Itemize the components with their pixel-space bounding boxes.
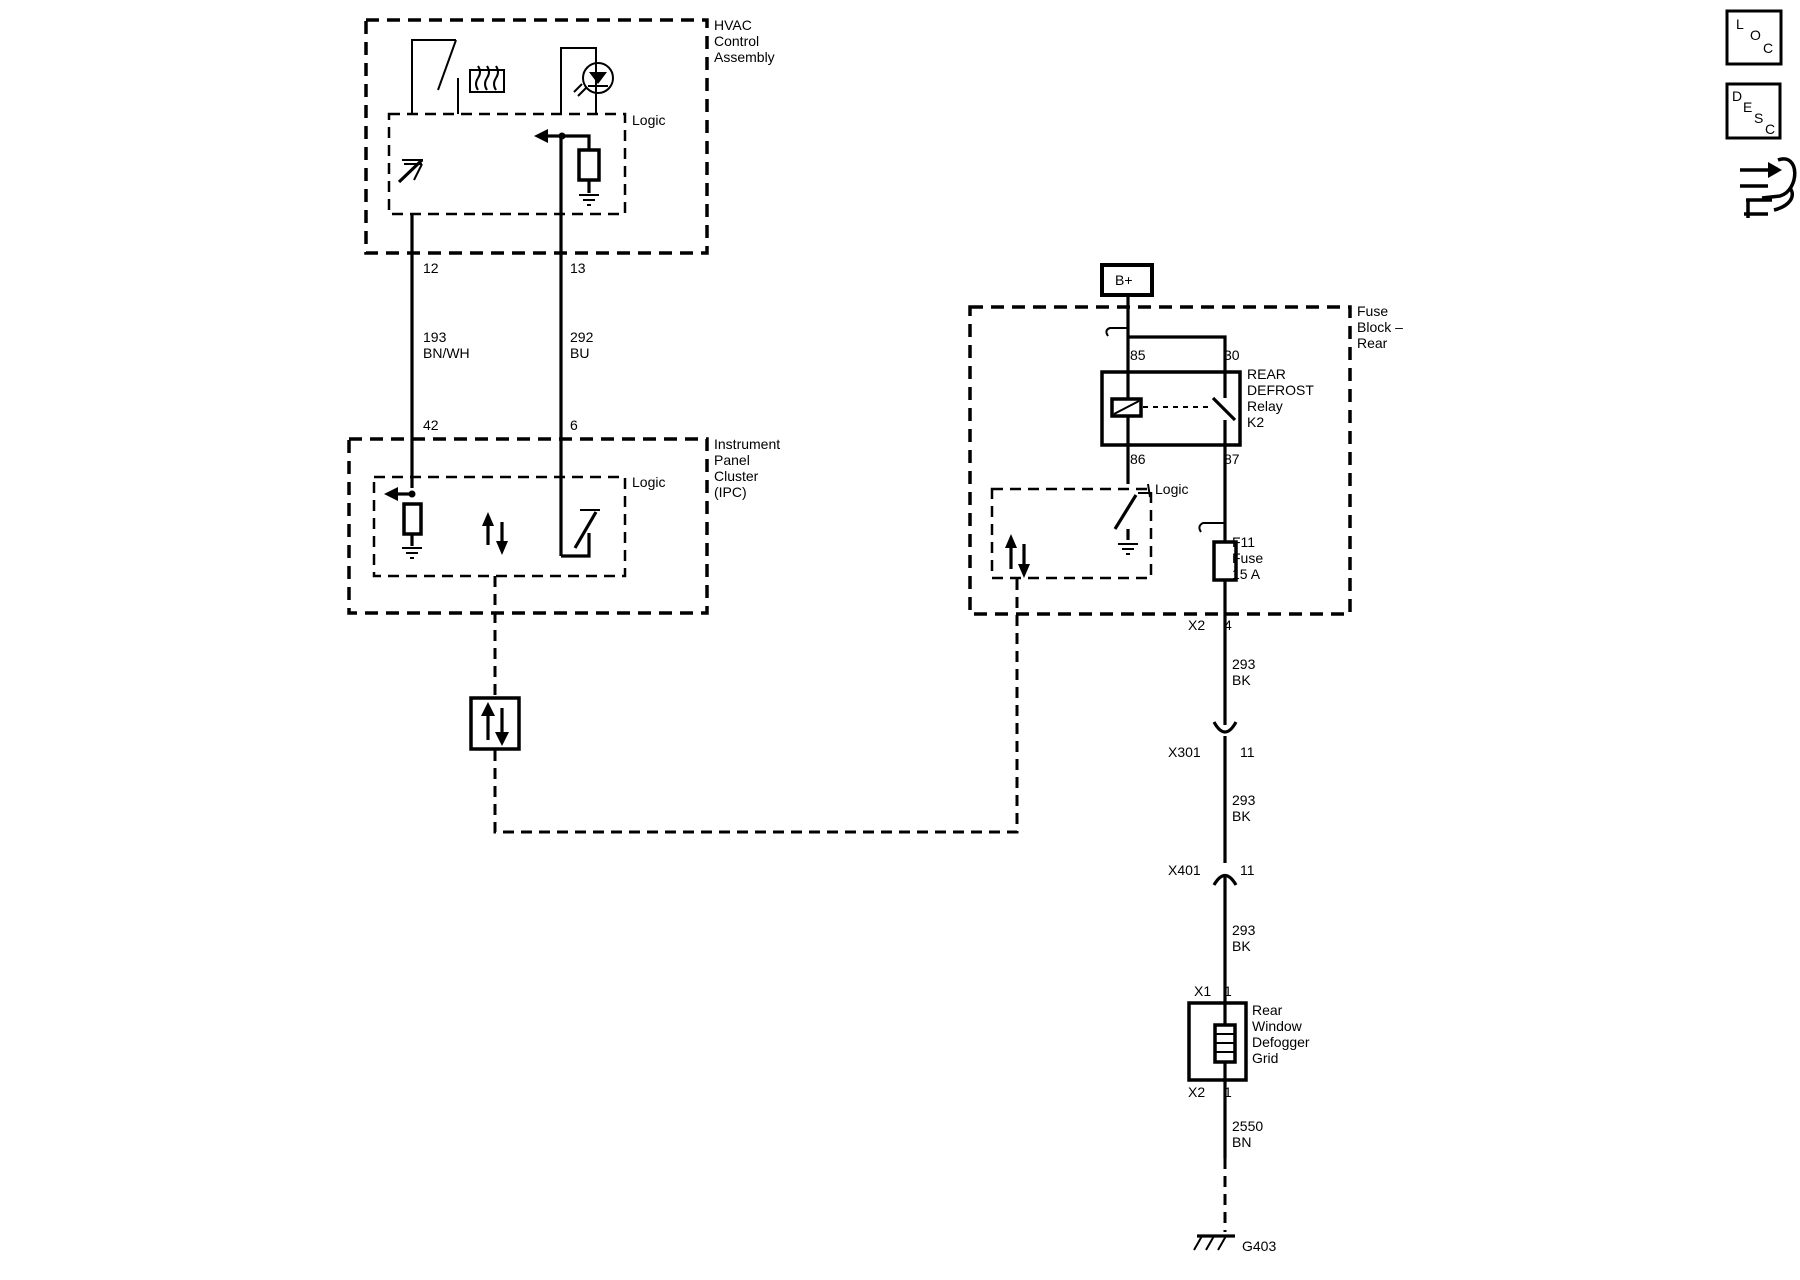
defogger-name: Rear Window Defogger Grid [1252,1002,1313,1066]
wire-293-label-1: 293 BK [1232,656,1259,688]
description-icon[interactable]: D E S C [1725,82,1782,140]
hvac-control-assembly: Logic HVAC Control Assembly 12 13 [364,17,775,276]
fuse-block-logic-label: Logic [1155,481,1188,497]
connector-x401-pin: 11 [1240,862,1255,878]
desc-letter-c: C [1765,121,1775,137]
desc-letter-e: E [1743,99,1752,115]
hvac-pin-13: 13 [570,260,586,276]
loc-letter-o: O [1750,27,1761,43]
desc-letter-d: D [1732,88,1742,104]
loc-letter-l: L [1736,16,1744,32]
hvac-name: HVAC Control Assembly [714,17,775,65]
relay-pin-87: 87 [1224,451,1240,467]
data-bus-link [493,576,1019,834]
relay-pin-86: 86 [1130,451,1146,467]
hvac-pin-12: 12 [423,260,439,276]
connector-x301-name: X301 [1168,744,1201,760]
wire-293-label-3: 293 BK [1232,922,1259,954]
wire-2550-label: 2550 BN [1232,1118,1267,1150]
defogger-connector-x1: X1 [1194,983,1211,999]
ipc-logic-label: Logic [632,474,665,490]
ipc-pin-42: 42 [423,417,439,433]
fuse-connector-x2: X2 [1188,617,1205,633]
defogger-pin-bottom: 1 [1224,1084,1232,1100]
location-icon[interactable]: L O C [1725,9,1783,66]
wire-293-label-2: 293 BK [1232,792,1259,824]
wire-193-label: 193 BN/WH [423,329,470,361]
connector-x301-pin: 11 [1240,744,1255,760]
fuse-pin-4: 4 [1224,617,1232,633]
ipc-name: Instrument Panel Cluster (IPC) [714,436,784,500]
desc-letter-s: S [1754,110,1763,126]
connector-x401-symbol [1212,873,1238,1003]
connector-x401-name: X401 [1168,862,1201,878]
fuse-name: F11 Fuse 15 A [1232,534,1267,582]
ground-g403: G403 [1193,1234,1276,1254]
loc-letter-c: C [1763,40,1773,56]
rear-window-defogger-grid: X1 1 Rear Window Defogger Grid X2 1 [1187,983,1313,1100]
connector-end-view-icon[interactable] [1740,157,1797,218]
fuse-block-rear: Fuse Block – Rear Logic 85 30 86 87 REAR… [968,295,1407,633]
instrument-panel-cluster: Logic Instrument Panel Cluster (IPC) 42 … [347,417,784,615]
fuse-block-name: Fuse Block – Rear [1357,303,1407,351]
battery-positive: B+ [1100,263,1154,297]
ground-label: G403 [1242,1238,1276,1254]
ipc-pin-6: 6 [570,417,578,433]
battery-label: B+ [1115,272,1133,288]
relay-name: REAR DEFROST Relay K2 [1247,366,1318,430]
relay-pin-85: 85 [1130,347,1146,363]
defogger-connector-x2: X2 [1188,1084,1205,1100]
connector-x301-symbol [1212,721,1238,863]
serial-data-icon [469,696,521,751]
hvac-logic-label: Logic [632,112,665,128]
defogger-pin-top: 1 [1224,983,1232,999]
wire-292-label: 292 BU [570,329,597,361]
relay-pin-30: 30 [1224,347,1240,363]
